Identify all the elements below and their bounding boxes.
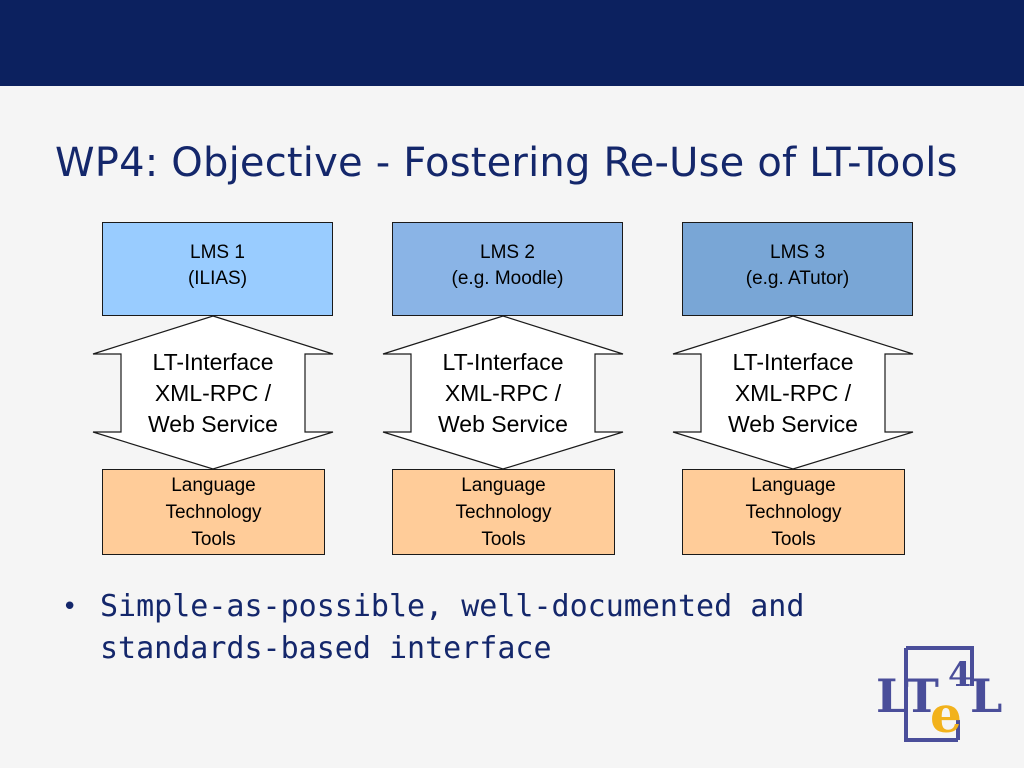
interface-line: Web Service: [728, 411, 858, 437]
lms-box-3: LMS 3 (e.g. ATutor): [682, 222, 913, 316]
tools-line: Technology: [165, 501, 262, 523]
tools-line: Tools: [771, 528, 816, 550]
tools-line: Language: [751, 474, 836, 496]
logo-lt: LT: [876, 669, 939, 723]
interface-line: LT-Interface: [732, 349, 854, 375]
lms-name: LMS 3: [770, 242, 825, 263]
tools-line: Language: [461, 474, 546, 496]
lms-box-2: LMS 2 (e.g. Moodle): [392, 222, 623, 316]
logo-l: L: [970, 669, 1002, 723]
lt-tools-box-1: Language Technology Tools: [102, 469, 325, 555]
bullet-icon: •: [62, 592, 78, 622]
lms-name: LMS 1: [190, 242, 245, 263]
lt-tools-box-3: Language Technology Tools: [682, 469, 905, 555]
interface-line: XML-RPC /: [154, 380, 272, 406]
interface-line: LT-Interface: [442, 349, 564, 375]
tools-line: Language: [171, 474, 256, 496]
interface-line: Web Service: [438, 411, 568, 437]
lms-example: (ILIAS): [187, 268, 248, 289]
lt-tools-box-2: Language Technology Tools: [392, 469, 615, 555]
lt4el-logo-icon: LT 4 e L: [876, 646, 1002, 744]
tools-line: Technology: [745, 501, 842, 523]
lms-name: LMS 2: [480, 242, 535, 263]
bullet-line: standards-based interface: [100, 631, 552, 666]
interface-line: XML-RPC /: [444, 380, 562, 406]
logo-4: 4: [948, 655, 972, 695]
slide-title: WP4: Objective - Fostering Re-Use of LT-…: [55, 140, 958, 186]
bullet-line: Simple-as-possible, well-documented and: [100, 589, 805, 624]
interface-line: Web Service: [148, 411, 278, 437]
logo-e: e: [930, 685, 962, 744]
header-bar: [0, 0, 1024, 86]
lms-example: (e.g. ATutor): [745, 268, 850, 289]
interface-label-1: LT-Interface XML-RPC / Web Service: [128, 347, 298, 440]
interface-label-3: LT-Interface XML-RPC / Web Service: [708, 347, 878, 440]
interface-label-2: LT-Interface XML-RPC / Web Service: [418, 347, 588, 440]
tools-line: Tools: [481, 528, 526, 550]
tools-line: Tools: [191, 528, 236, 550]
lms-box-1: LMS 1 (ILIAS): [102, 222, 333, 316]
lms-example: (e.g. Moodle): [451, 268, 564, 289]
tools-line: Technology: [455, 501, 552, 523]
interface-line: LT-Interface: [152, 349, 274, 375]
interface-line: XML-RPC /: [734, 380, 852, 406]
bullet-text: Simple-as-possible, well-documented and …: [100, 586, 880, 670]
